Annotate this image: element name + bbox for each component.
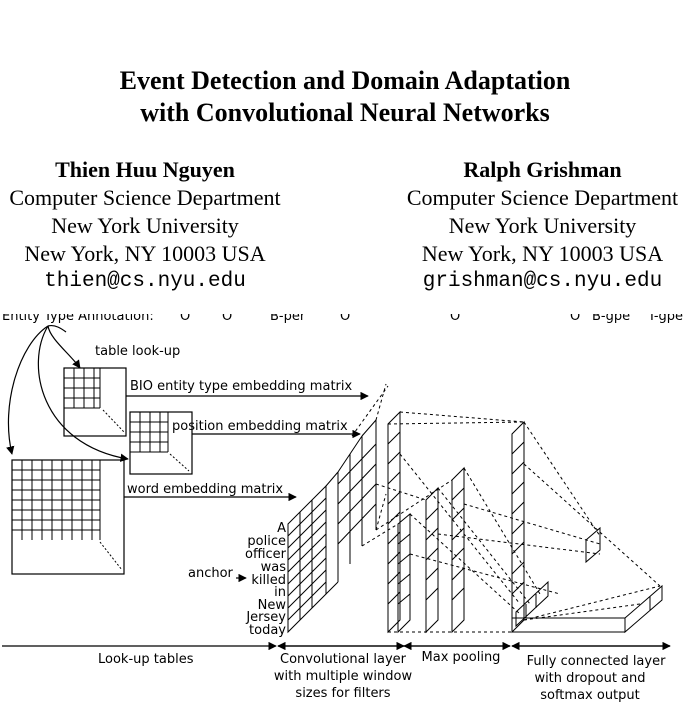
author-block-2: Ralph Grishman Computer Science Departme… <box>395 156 690 296</box>
author-university: New York University <box>448 213 637 238</box>
stage-conv-label: with multiple window <box>274 669 413 684</box>
paper-title-line2: with Convolutional Neural Networks <box>140 98 550 127</box>
sentence-word: New <box>258 598 287 613</box>
sentence-word: officer <box>245 547 287 562</box>
sentence-word: in <box>274 585 286 600</box>
table-lookup-label: table look-up <box>95 344 180 359</box>
sentence-word: police <box>247 534 286 549</box>
author-department: Computer Science Department <box>9 185 281 210</box>
stage-pool-label: Max pooling <box>422 650 501 665</box>
author-name: Thien Huu Nguyen <box>55 157 235 182</box>
annotation-cover <box>0 304 690 314</box>
entity-tag: O <box>180 309 190 324</box>
author-address: New York, NY 10003 USA <box>24 241 266 266</box>
sentence-word: killed <box>251 573 286 588</box>
entity-tag: O <box>450 309 460 324</box>
stage-conv-label: sizes for filters <box>295 686 390 701</box>
author-address: New York, NY 10003 USA <box>421 241 664 266</box>
entity-tag: O <box>570 309 580 324</box>
stage-fc-label: softmax output <box>540 688 640 703</box>
sentence-word: was <box>261 560 287 575</box>
sentence-word: A <box>277 521 286 536</box>
entity-tag: O <box>340 309 350 324</box>
position-matrix-label: position embedding matrix <box>172 419 348 434</box>
author-email[interactable]: grishman@cs.nyu.edu <box>422 270 663 293</box>
author-name: Ralph Grishman <box>463 157 622 182</box>
paper-title-line1: Event Detection and Domain Adaptation <box>119 66 571 95</box>
stage-lookup-label: Look-up tables <box>98 652 194 667</box>
stage-fc-label: Fully connected layer <box>527 654 667 669</box>
author-email[interactable]: thien@cs.nyu.edu <box>44 270 246 293</box>
entity-tag: O <box>222 309 232 324</box>
stage-fc-label: with dropout and <box>534 671 645 686</box>
sentence-word: today <box>249 623 286 638</box>
author-university: New York University <box>51 213 239 238</box>
author-department: Computer Science Department <box>406 185 679 210</box>
anchor-label: anchor <box>188 566 234 581</box>
author-block-1: Thien Huu Nguyen Computer Science Depart… <box>0 156 290 296</box>
bio-matrix-label: BIO entity type embedding matrix <box>130 379 352 394</box>
word-matrix-label: word embedding matrix <box>127 482 283 497</box>
cnn-architecture-figure: Entity Type Annotation: O O B-per O O O … <box>0 304 690 703</box>
sentence-word: Jersey <box>245 610 286 625</box>
stage-conv-label: Convolutional layer <box>280 652 407 667</box>
